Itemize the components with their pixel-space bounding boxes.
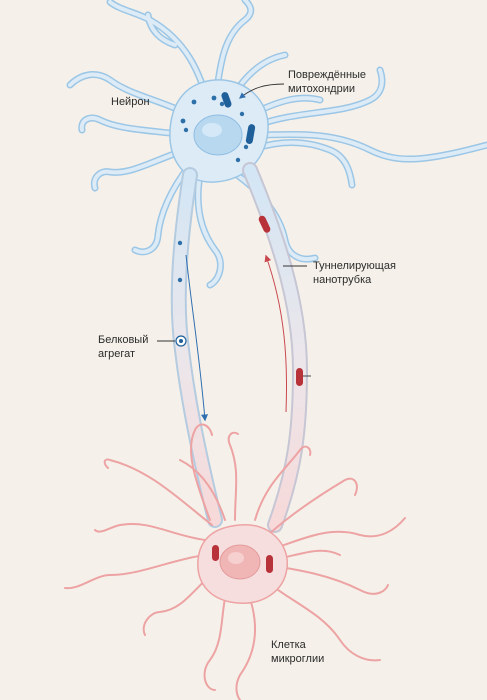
neuron-mitochondrion-1	[221, 92, 232, 108]
microglia-mitochondrion-2	[266, 555, 273, 573]
label-microglia-cell: Клетка микроглии	[271, 639, 325, 665]
label-protein-aggregate: Белковый агрегат	[98, 334, 149, 360]
neuron-mitochondrion-2	[245, 124, 256, 144]
neuron-cell	[66, 0, 487, 289]
nanotube-damaged-mitochondrion-1	[258, 215, 271, 233]
label-tunneling-nanotube: Туннелирующая нанотрубка	[313, 260, 396, 286]
microglia-nucleolus	[228, 552, 244, 564]
nanotubes	[170, 162, 309, 533]
label-neuron: Нейрон	[111, 96, 150, 108]
label-damaged-mitochondria: Повреждённые митохондрии	[288, 69, 367, 95]
microglia-processes	[64, 423, 406, 700]
protein-aggregate-core	[179, 339, 183, 343]
nanotube-protein-dots	[177, 240, 183, 283]
neuron-nucleolus	[202, 123, 222, 137]
nanotube-damaged-mitochondrion-2	[296, 368, 303, 386]
arrow-microglia-to-neuron	[264, 254, 288, 413]
arrow-neuron-to-microglia	[185, 254, 209, 422]
microglia-cell	[64, 423, 406, 700]
microglia-mitochondrion-1	[212, 545, 219, 561]
leader-damaged-mitochondria	[239, 83, 285, 99]
neuron-protein-dots	[180, 95, 249, 183]
